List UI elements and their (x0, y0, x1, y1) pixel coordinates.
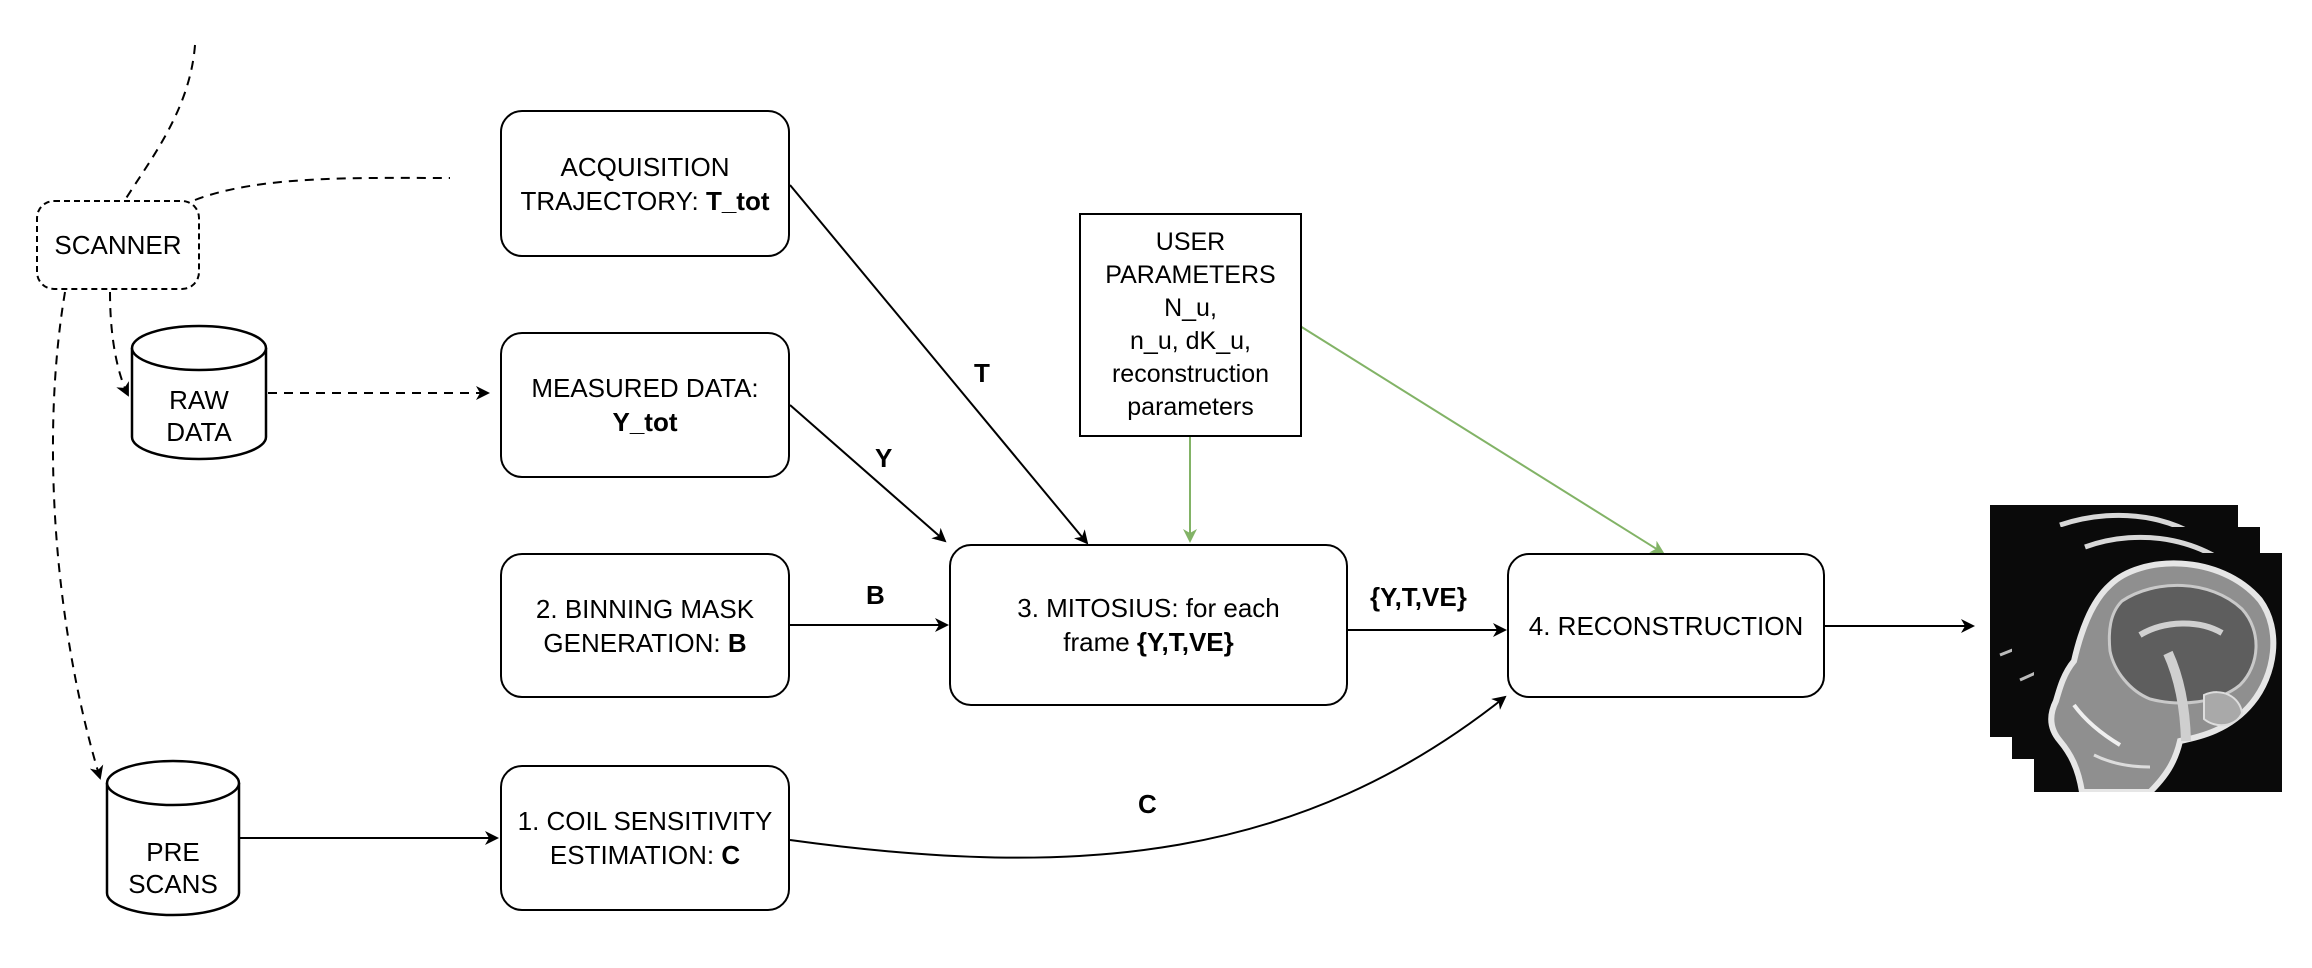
acquisition-line1: ACQUISITION (560, 151, 730, 182)
raw-data-line2: DATA (166, 417, 232, 447)
user-parameters-node: USER PARAMETERS N_u, n_u, dK_u, reconstr… (1079, 213, 1302, 437)
edge-label-t: T (974, 358, 990, 388)
measured-line2: Y_tot (612, 407, 678, 437)
pre-scans-cylinder (105, 759, 241, 917)
mitosius-node: 3. MITOSIUS: for each frame {Y,T,VE} (949, 544, 1348, 706)
binning-mask-node: 2. BINNING MASK GENERATION: B (500, 553, 790, 698)
pre-scans-line2: SCANS (128, 869, 218, 899)
edge-label-y: Y (875, 443, 893, 473)
user-params-line3: N_u, (1164, 294, 1217, 322)
measured-data-node: MEASURED DATA: Y_tot (500, 332, 790, 478)
user-params-line6: parameters (1127, 393, 1254, 421)
raw-data-cylinder (130, 324, 268, 461)
raw-data-label: RAW DATA (132, 384, 266, 448)
user-params-line4: n_u, dK_u, (1130, 327, 1251, 355)
pre-scans-label: PRE SCANS (107, 836, 239, 900)
coil-line1: 1. COIL SENSITIVITY (517, 806, 773, 836)
userparams-to-recon-arrow (1299, 325, 1665, 555)
user-params-line2: PARAMETERS (1105, 261, 1276, 289)
scanner-right-line (194, 176, 451, 201)
coil-line2: ESTIMATION: C (549, 840, 741, 870)
scanner-label: SCANNER (54, 230, 182, 260)
raw-data-line1: RAW (169, 385, 229, 415)
mri-slice-front (2034, 553, 2282, 792)
binning-line2: GENERATION: B (543, 627, 747, 658)
user-params-line1: USER (1155, 228, 1226, 256)
scanner-top-line (124, 44, 196, 201)
coil-to-recon-arrow (789, 695, 1507, 859)
pre-scans-line1: PRE (146, 837, 200, 867)
mri-output-image-stack (1990, 505, 2282, 792)
edge-label-b: B (866, 580, 885, 610)
reconstruction-label: 4. RECONSTRUCTION (1528, 610, 1804, 641)
coil-sensitivity-node: 1. COIL SENSITIVITY ESTIMATION: C (500, 765, 790, 911)
measured-to-mitosius-arrow (789, 404, 947, 543)
acquisition-to-mitosius-arrow (789, 184, 1089, 545)
mitosius-line1: 3. MITOSIUS: for each (1017, 593, 1280, 623)
edge-label-c: C (1138, 789, 1157, 819)
user-params-line5: reconstruction (1111, 360, 1270, 388)
reconstruction-node: 4. RECONSTRUCTION (1507, 553, 1825, 698)
mitosius-line2: frame {Y,T,VE} (1063, 627, 1234, 657)
scanner-to-prescans-arrow (52, 291, 104, 780)
scanner-to-raw-arrow (109, 291, 129, 397)
scanner-node: SCANNER (36, 200, 200, 290)
acquisition-line2: TRAJECTORY: T_tot (520, 185, 770, 216)
binning-line1: 2. BINNING MASK (535, 593, 755, 624)
edge-label-yte: {Y,T,VE} (1370, 582, 1467, 612)
measured-line1: MEASURED DATA: (531, 373, 759, 403)
acquisition-trajectory-node: ACQUISITION TRAJECTORY: T_tot (500, 110, 790, 257)
